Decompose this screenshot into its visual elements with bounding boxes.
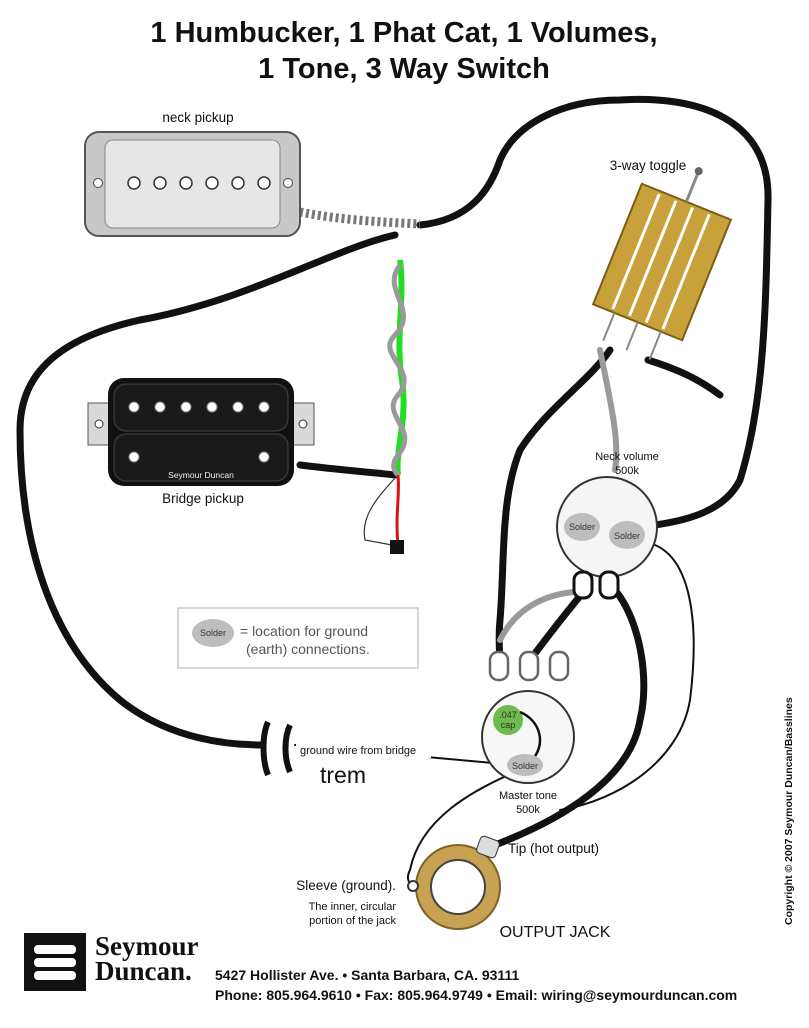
tip-label: Tip (hot output) xyxy=(508,841,599,856)
twisted-ground-wire xyxy=(387,259,408,477)
volume-value: 500k xyxy=(615,465,639,477)
copyright: Copyright © 2007 Seymour Duncan/Bassline… xyxy=(783,697,795,925)
solder-legend: Solder = location for ground (earth) con… xyxy=(177,607,419,669)
bridge-pickup-label: Bridge pickup xyxy=(162,491,244,506)
tone-lugs xyxy=(488,650,570,682)
lead-end-block xyxy=(390,540,404,554)
volume-solder-right-label: Solder xyxy=(614,531,640,541)
three-way-toggle: 3-way toggle xyxy=(591,158,733,360)
neck-braided-lead xyxy=(299,207,421,229)
sleeve-lug-icon xyxy=(407,880,419,892)
trem-ground: ground wire from bridge trem xyxy=(260,720,431,788)
footer-contact: Phone: 805.964.9610 • Fax: 805.964.9749 … xyxy=(215,987,737,1003)
volume-solder-right xyxy=(609,521,645,549)
seymour-duncan-logo-icon xyxy=(24,933,86,991)
mount-hole-icon xyxy=(283,178,293,188)
tone-solder xyxy=(507,754,543,776)
neck-volume-pot: Neck volume 500k Solder Solder xyxy=(556,451,659,600)
legend-solder-label: Solder xyxy=(200,628,226,638)
master-tone-pot: .047 cap Solder Master tone 500k xyxy=(481,650,575,816)
sleeve-note-1: The inner, circular xyxy=(309,901,397,913)
bridge-pole-pieces xyxy=(128,401,270,463)
bridge-pickup: Seymour Duncan Bridge pickup xyxy=(87,378,315,506)
title-line-2: 1 Tone, 3 Way Switch xyxy=(258,53,550,85)
tone-solder-label: Solder xyxy=(512,761,538,771)
volume-solder-left-label: Solder xyxy=(569,522,595,532)
tone-cap xyxy=(493,705,523,735)
legend-solder-blob xyxy=(192,619,234,647)
trem-label: trem xyxy=(320,762,366,788)
pickup-brand-label: Seymour Duncan xyxy=(168,470,234,480)
volume-label: Neck volume xyxy=(595,451,659,463)
output-jack-label: OUTPUT JACK xyxy=(500,924,611,941)
tone-label: Master tone xyxy=(499,790,557,802)
neck-pickup-label: neck pickup xyxy=(162,110,233,125)
neck-pickup: neck pickup xyxy=(84,110,301,237)
ground-wire-label: ground wire from bridge xyxy=(300,745,416,757)
tone-value: 500k xyxy=(516,804,540,816)
brand-line-2: Duncan. xyxy=(95,956,192,986)
black-wires xyxy=(16,95,772,886)
sleeve-label: Sleeve (ground). xyxy=(296,878,396,893)
sleeve-note-2: portion of the jack xyxy=(309,915,396,927)
footer: Seymour Duncan. 5427 Hollister Ave. • Sa… xyxy=(24,931,737,1003)
volume-lugs xyxy=(572,570,620,600)
red-white-leads xyxy=(363,474,404,554)
legend-text-1: = location for ground xyxy=(240,623,368,639)
legend-text-2: (earth) connections. xyxy=(246,641,370,657)
cap-word: cap xyxy=(501,720,516,730)
toggle-label: 3-way toggle xyxy=(610,158,687,173)
brand-line-1: Seymour xyxy=(95,931,199,961)
output-jack: Tip (hot output) Sleeve (ground). The in… xyxy=(296,835,611,941)
pole-pieces xyxy=(127,176,271,190)
mount-hole-icon xyxy=(93,178,103,188)
ground-wire-label-bg xyxy=(296,742,431,758)
title-line-1: 1 Humbucker, 1 Phat Cat, 1 Volumes, xyxy=(150,17,657,49)
footer-address: 5427 Hollister Ave. • Santa Barbara, CA.… xyxy=(215,967,519,983)
volume-solder-left xyxy=(564,513,600,541)
cap-value: .047 xyxy=(499,710,517,720)
